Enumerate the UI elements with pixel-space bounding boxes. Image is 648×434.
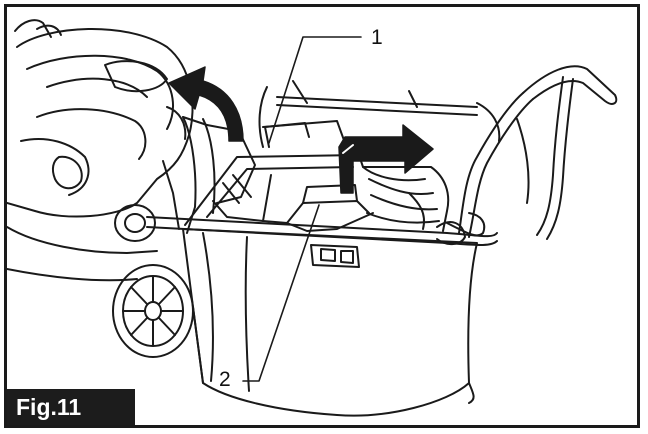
figure-frame: 1 2 Fig.11 — [4, 4, 640, 428]
bag-frame — [184, 120, 450, 232]
rear-wheel — [112, 264, 194, 358]
leader-lines — [242, 36, 362, 382]
rear-flap — [182, 116, 256, 234]
pull-arrow — [338, 124, 434, 194]
mower-body — [7, 19, 194, 282]
callout-2-label: 2 — [219, 368, 231, 391]
callout-1-label: 1 — [371, 26, 383, 49]
side-knob — [114, 204, 156, 242]
lift-arrow — [168, 66, 244, 142]
grass-bag — [182, 228, 478, 417]
figure-label: Fig.11 — [7, 389, 135, 425]
lawn-mower-illustration — [7, 19, 618, 417]
